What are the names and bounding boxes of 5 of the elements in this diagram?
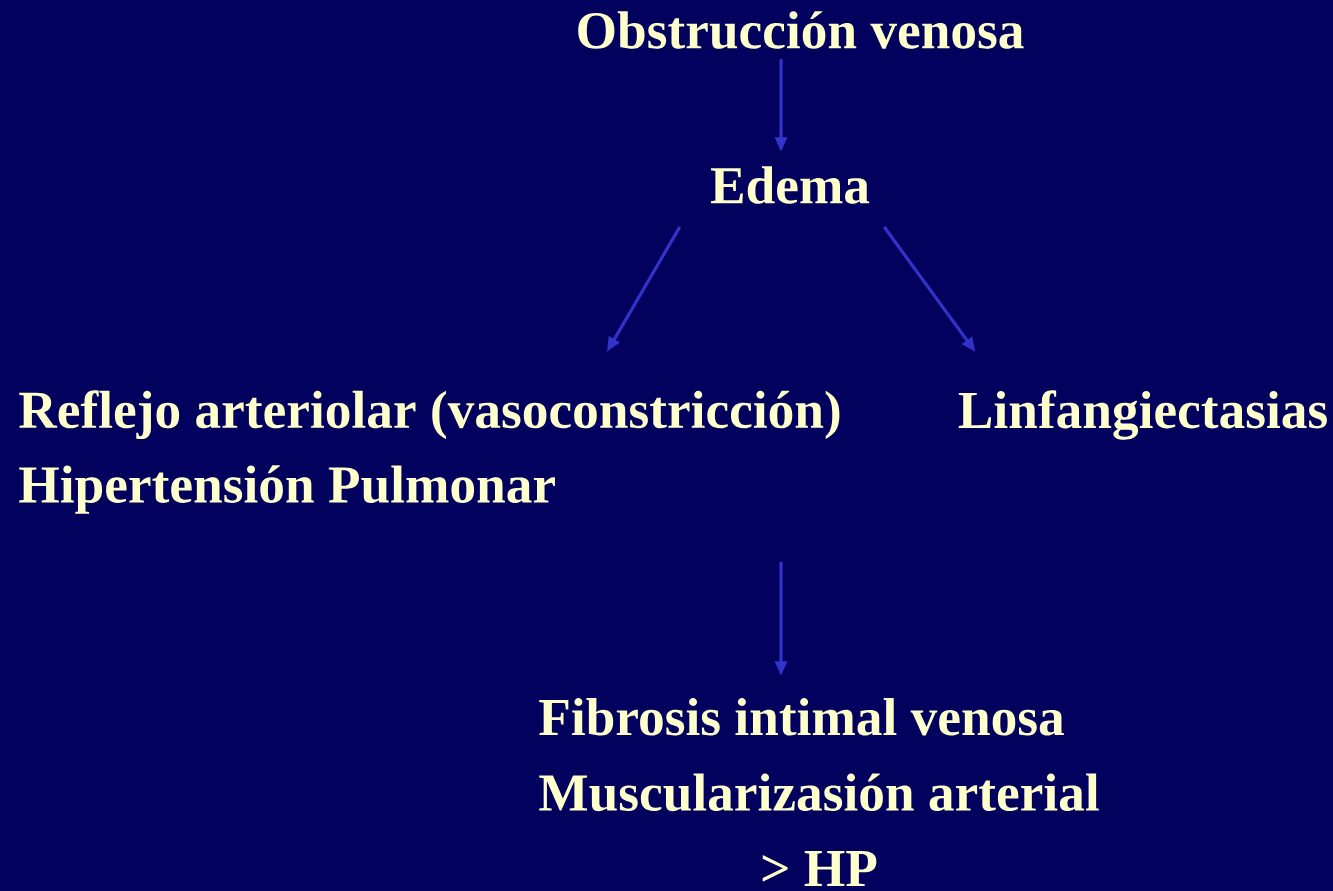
node-text: Reflejo arteriolar (vasoconstricción) Hipertensión Pulmonar [19, 390, 840, 514]
node-text: Edema [710, 166, 870, 204]
node-text: Linfangiectasias [958, 390, 1327, 440]
node-text: Fibrosis intimal venosa Muscularizasión arterial > HP [539, 698, 1099, 887]
node-text: Obstrucción venosa [578, 11, 1024, 49]
